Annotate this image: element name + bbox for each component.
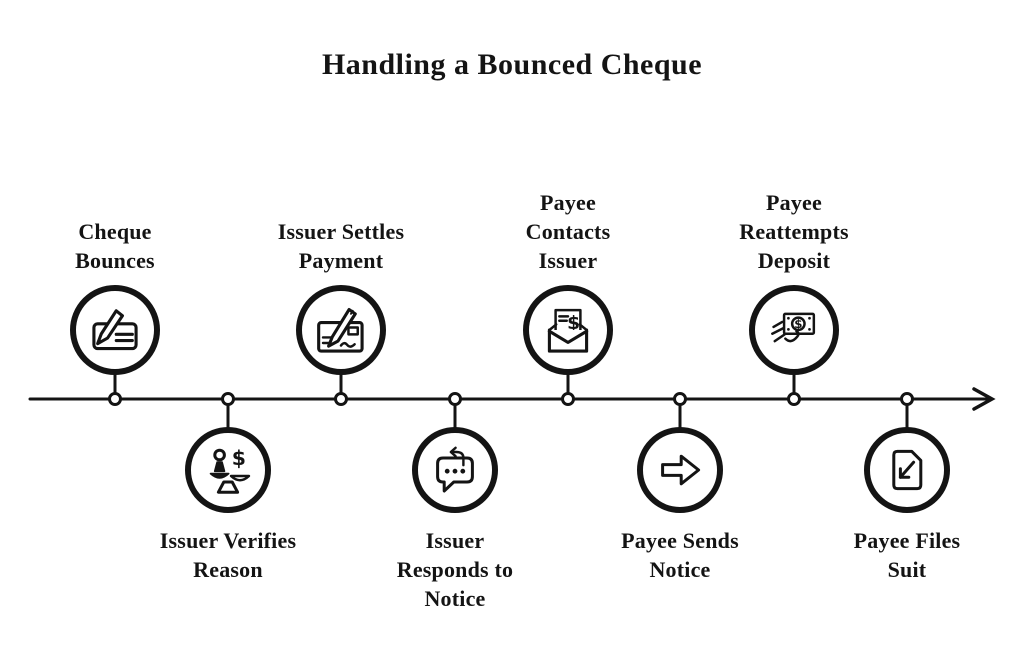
step-circle — [70, 285, 160, 375]
speech-bubble-reply-icon — [436, 446, 474, 493]
step-circle — [864, 427, 950, 513]
timeline-node — [787, 392, 801, 406]
timeline-node — [221, 392, 235, 406]
timeline-arrowhead-icon — [972, 387, 996, 411]
timeline-node — [900, 392, 914, 406]
timeline-node — [108, 392, 122, 406]
step-circle: $ — [523, 285, 613, 375]
step-label: Payee Contacts Issuer — [525, 189, 611, 273]
step-label: Issuer Settles Payment — [277, 218, 405, 273]
step-circle — [296, 285, 386, 375]
step-issuer-settles-payment: Issuer Settles Payment — [246, 217, 436, 375]
document-arrow-icon — [892, 449, 923, 491]
svg-text:$: $ — [794, 317, 802, 331]
right-arrow-icon — [661, 454, 701, 486]
timeline-node — [561, 392, 575, 406]
step-payee-reattempts-deposit: Payee Reattempts Deposit $ — [699, 188, 889, 375]
step-label: Payee Reattempts Deposit — [739, 189, 849, 273]
step-issuer-verifies-reason: $ Issuer Verifies Reason — [133, 427, 323, 584]
step-label: Issuer Responds to Notice — [396, 528, 514, 612]
step-label: Payee Sends Notice — [621, 528, 739, 583]
envelope-dollar-letter-icon: $ — [547, 308, 589, 353]
step-payee-files-suit: Payee Files Suit — [812, 427, 1002, 584]
step-payee-contacts-issuer: Payee Contacts Issuer $ — [473, 188, 663, 375]
step-payee-sends-notice: Payee Sends Notice — [585, 427, 775, 584]
page-title: Handling a Bounced Cheque — [321, 48, 703, 81]
timeline-node — [448, 392, 462, 406]
pen-signing-cheque-icon — [317, 307, 364, 353]
step-label: Issuer Verifies Reason — [159, 528, 297, 583]
step-label: Cheque Bounces — [75, 218, 155, 273]
timeline-node — [673, 392, 687, 406]
pen-writing-cheque-icon — [92, 309, 138, 351]
svg-text:$: $ — [232, 446, 246, 470]
timeline-node — [334, 392, 348, 406]
step-circle: $ — [749, 285, 839, 375]
step-circle — [637, 427, 723, 513]
step-issuer-responds-to-notice: Issuer Responds to Notice — [360, 427, 550, 613]
balance-scale-icon: $ — [209, 446, 251, 494]
step-circle — [412, 427, 498, 513]
step-label: Payee Files Suit — [853, 528, 961, 583]
step-cheque-bounces: Cheque Bounces — [20, 217, 210, 375]
hand-banknote-icon: $ — [771, 312, 816, 343]
step-circle: $ — [185, 427, 271, 513]
svg-text:$: $ — [567, 313, 580, 334]
